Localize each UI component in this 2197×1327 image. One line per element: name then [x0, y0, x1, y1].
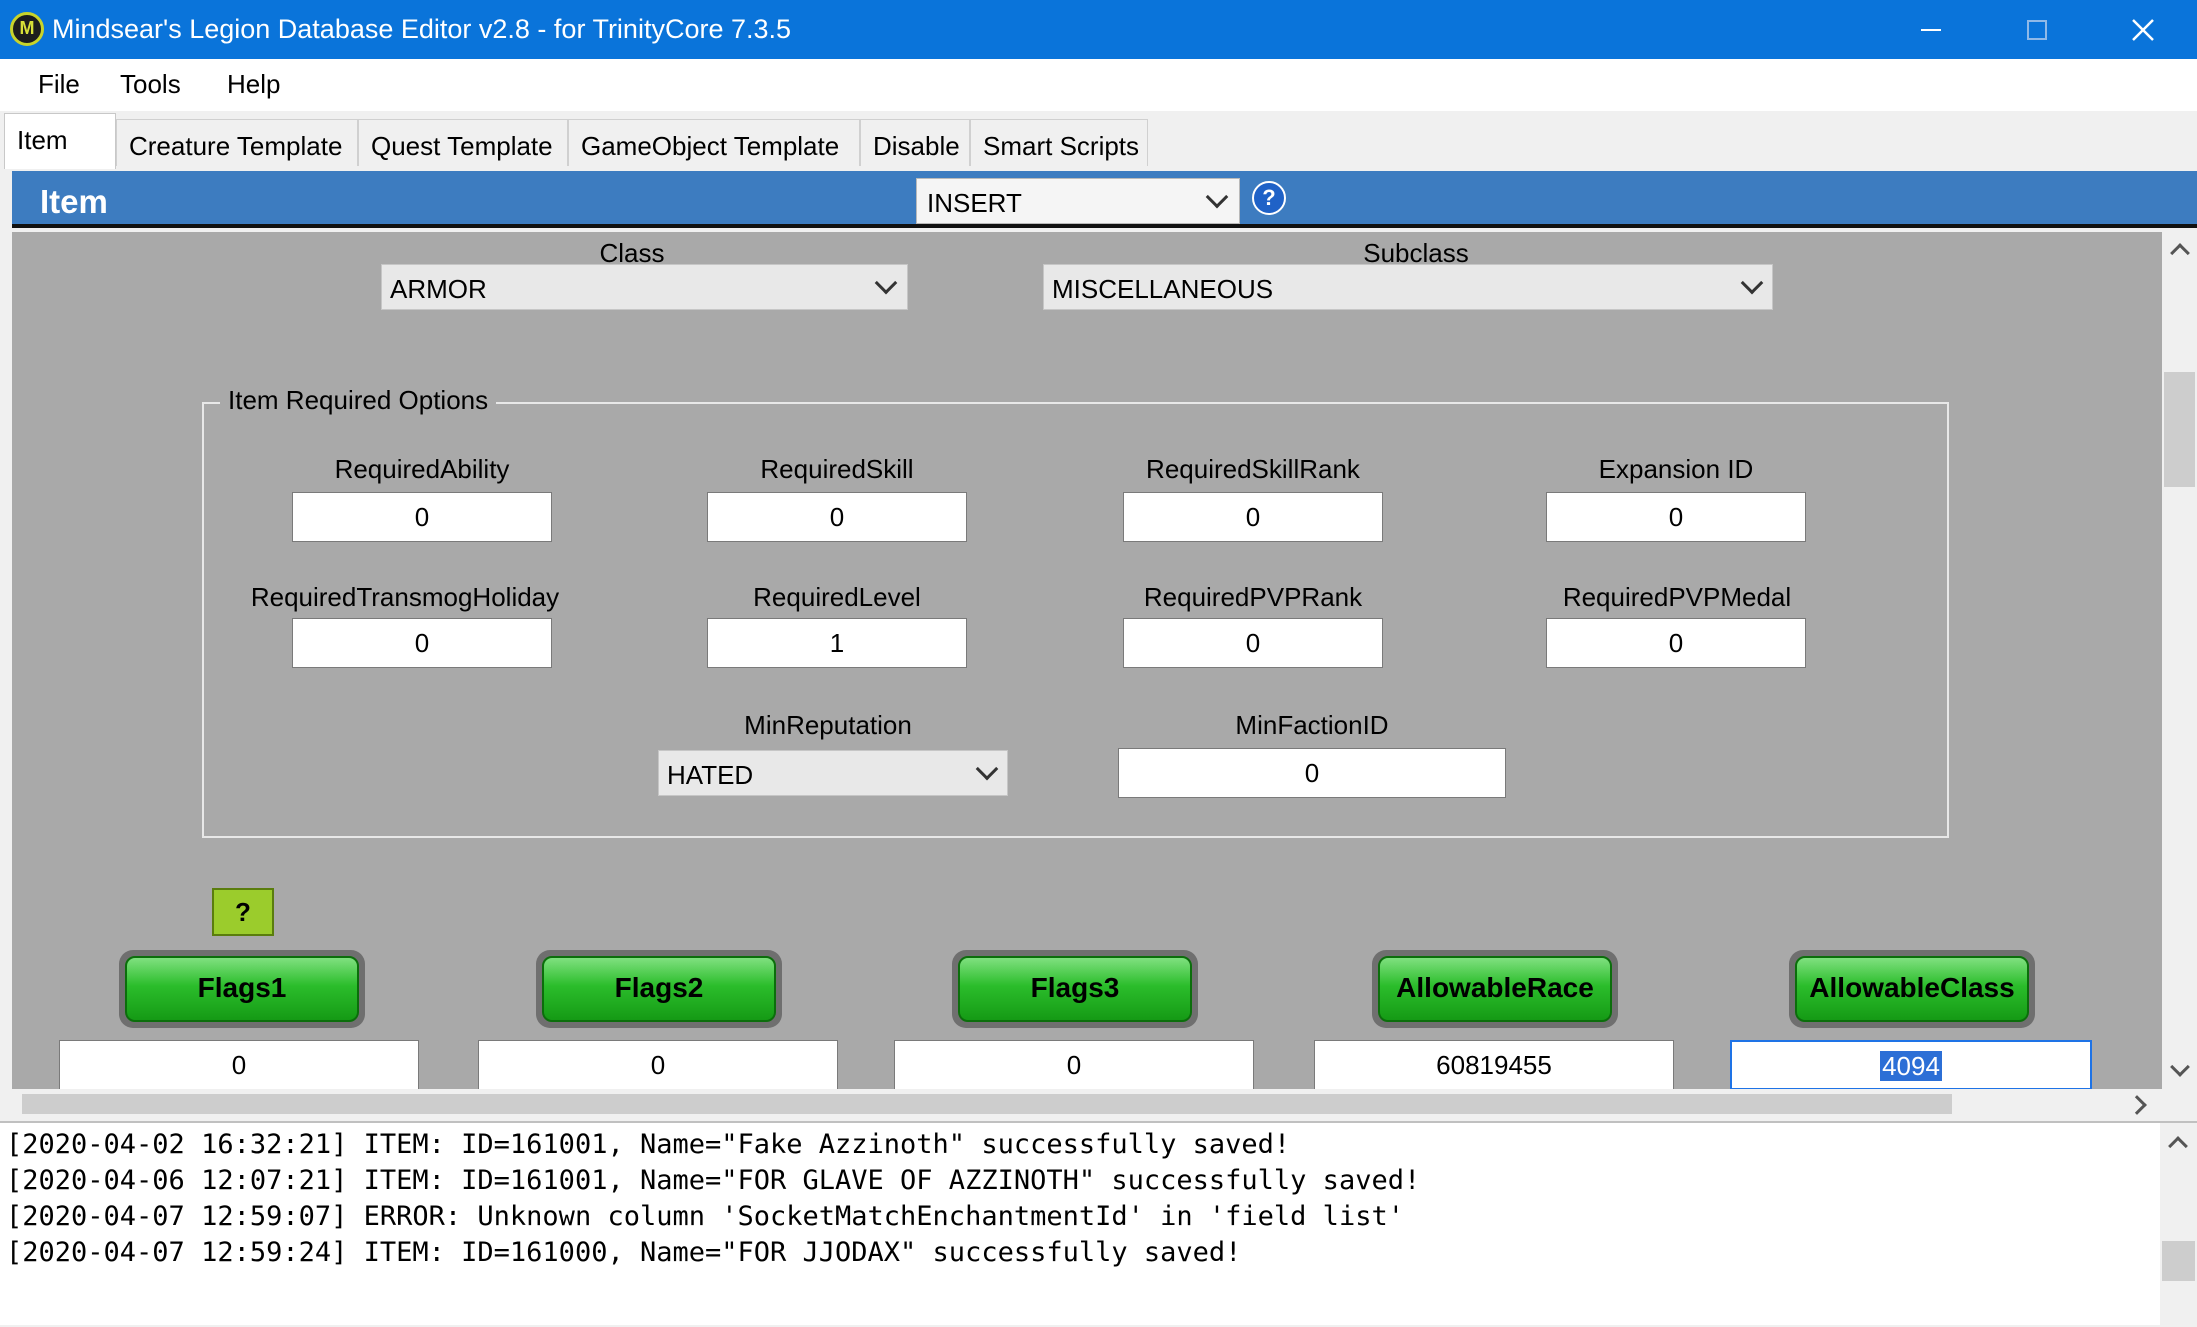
- window-title: Mindsear's Legion Database Editor v2.8 -…: [52, 14, 792, 44]
- required-skill-field[interactable]: 0: [707, 492, 967, 542]
- min-reputation-value: HATED: [667, 760, 754, 790]
- allowable-class-field[interactable]: 4094: [1730, 1040, 2092, 1089]
- horizontal-scrollbar[interactable]: [12, 1089, 2162, 1121]
- log-line: [2020-04-02 16:32:21] ITEM: ID=161001, N…: [6, 1129, 1291, 1160]
- log-line: [2020-04-07 12:59:24] ITEM: ID=161000, N…: [6, 1237, 1242, 1268]
- expansion-id-label: Expansion ID: [1598, 454, 1754, 484]
- allowable-class-button-label: AllowableClass: [1795, 956, 2029, 1022]
- required-transmog-holiday-label: RequiredTransmogHoliday: [250, 582, 560, 612]
- required-pvp-medal-label: RequiredPVPMedal: [1562, 582, 1792, 612]
- log-scroll-thumb[interactable]: [2162, 1241, 2195, 1281]
- required-options-group: [202, 402, 1949, 838]
- tab-quest-template[interactable]: Quest Template: [358, 119, 568, 166]
- required-pvp-rank-label: RequiredPVPRank: [1143, 582, 1363, 612]
- allowable-race-field[interactable]: 60819455: [1314, 1040, 1674, 1089]
- item-header: Item INSERT ?: [12, 171, 2197, 228]
- menu-file[interactable]: File: [38, 69, 80, 99]
- subclass-select[interactable]: MISCELLANEOUS: [1043, 264, 1773, 310]
- flags2-button-label: Flags2: [542, 956, 776, 1022]
- app-logo-icon: [10, 12, 44, 46]
- flags2-button[interactable]: Flags2: [536, 950, 782, 1028]
- scroll-up-icon[interactable]: [2170, 243, 2190, 263]
- minimize-icon: [1921, 28, 1941, 31]
- maximize-button[interactable]: [1984, 0, 2090, 59]
- mode-value: INSERT: [927, 188, 1022, 218]
- scroll-down-icon[interactable]: [2170, 1057, 2190, 1077]
- horizontal-scroll-thumb[interactable]: [22, 1094, 1952, 1114]
- flags1-button[interactable]: Flags1: [119, 950, 365, 1028]
- chevron-down-icon: [874, 271, 898, 295]
- required-pvp-medal-field[interactable]: 0: [1546, 618, 1806, 668]
- allowable-class-button[interactable]: AllowableClass: [1789, 950, 2035, 1028]
- log-line: [2020-04-06 12:07:21] ITEM: ID=161001, N…: [6, 1165, 1421, 1196]
- class-value: ARMOR: [390, 274, 487, 304]
- required-skill-rank-label: RequiredSkillRank: [1146, 454, 1360, 484]
- allowable-race-button[interactable]: AllowableRace: [1372, 950, 1618, 1028]
- required-pvp-rank-field[interactable]: 0: [1123, 618, 1383, 668]
- required-transmog-holiday-field[interactable]: 0: [292, 618, 552, 668]
- class-select[interactable]: ARMOR: [381, 264, 908, 310]
- subclass-value: MISCELLANEOUS: [1052, 274, 1274, 304]
- required-skill-rank-field[interactable]: 0: [1123, 492, 1383, 542]
- flags3-field[interactable]: 0: [894, 1040, 1254, 1089]
- required-level-label: RequiredLevel: [753, 582, 921, 612]
- menu-tools[interactable]: Tools: [120, 69, 181, 99]
- min-faction-id-field[interactable]: 0: [1118, 748, 1506, 798]
- flags1-button-label: Flags1: [125, 956, 359, 1022]
- scroll-up-icon[interactable]: [2168, 1136, 2188, 1156]
- expansion-id-field[interactable]: 0: [1546, 492, 1806, 542]
- title-bar: Mindsear's Legion Database Editor v2.8 -…: [0, 0, 2197, 59]
- tab-smart-scripts[interactable]: Smart Scripts: [970, 119, 1148, 166]
- chevron-down-icon: [1740, 271, 1764, 295]
- allowable-race-button-label: AllowableRace: [1378, 956, 1612, 1022]
- flags2-field[interactable]: 0: [478, 1040, 838, 1089]
- tab-item[interactable]: Item: [4, 113, 116, 169]
- required-ability-label: RequiredAbility: [334, 454, 510, 484]
- chevron-down-icon: [1205, 185, 1229, 209]
- page-title: Item: [40, 183, 108, 220]
- required-ability-field[interactable]: 0: [292, 492, 552, 542]
- tab-strip: Item Creature Template Quest Template Ga…: [0, 111, 2197, 169]
- tab-gameobject-template[interactable]: GameObject Template: [568, 119, 860, 166]
- log-output: [2020-04-02 16:32:21] ITEM: ID=161001, N…: [0, 1121, 2197, 1327]
- chevron-down-icon: [975, 757, 999, 781]
- min-reputation-select[interactable]: HATED: [658, 750, 1008, 796]
- scroll-right-icon[interactable]: [2127, 1095, 2147, 1115]
- vertical-scroll-thumb[interactable]: [2164, 372, 2195, 487]
- class-label: Class: [599, 238, 665, 268]
- log-scrollbar[interactable]: [2160, 1123, 2197, 1327]
- maximize-icon: [2027, 19, 2047, 40]
- flags-help-button[interactable]: ?: [212, 888, 274, 936]
- vertical-scrollbar[interactable]: [2162, 232, 2197, 1089]
- required-skill-label: RequiredSkill: [760, 454, 914, 484]
- close-icon: [2132, 18, 2154, 41]
- mode-select[interactable]: INSERT: [916, 178, 1240, 224]
- minimize-button[interactable]: [1878, 0, 1984, 59]
- subclass-label: Subclass: [1363, 238, 1469, 268]
- min-faction-id-label: MinFactionID: [1235, 710, 1389, 740]
- close-button[interactable]: [2090, 0, 2196, 59]
- flags1-field[interactable]: 0: [59, 1040, 419, 1089]
- min-reputation-label: MinReputation: [744, 710, 912, 740]
- tab-disable[interactable]: Disable: [860, 119, 970, 166]
- required-options-legend: Item Required Options: [220, 385, 497, 416]
- required-level-field[interactable]: 1: [707, 618, 967, 668]
- help-icon[interactable]: ?: [1252, 181, 1286, 215]
- flags3-button[interactable]: Flags3: [952, 950, 1198, 1028]
- log-line: [2020-04-07 12:59:07] ERROR: Unknown col…: [6, 1201, 1404, 1232]
- item-form-panel: Class ARMOR Subclass MISCELLANEOUS Item …: [12, 232, 2162, 1089]
- allowable-class-value: 4094: [1880, 1051, 1942, 1081]
- menu-help[interactable]: Help: [227, 69, 281, 99]
- menu-bar: File Tools Help: [0, 59, 2197, 111]
- flags3-button-label: Flags3: [958, 956, 1192, 1022]
- tab-creature-template[interactable]: Creature Template: [116, 119, 358, 166]
